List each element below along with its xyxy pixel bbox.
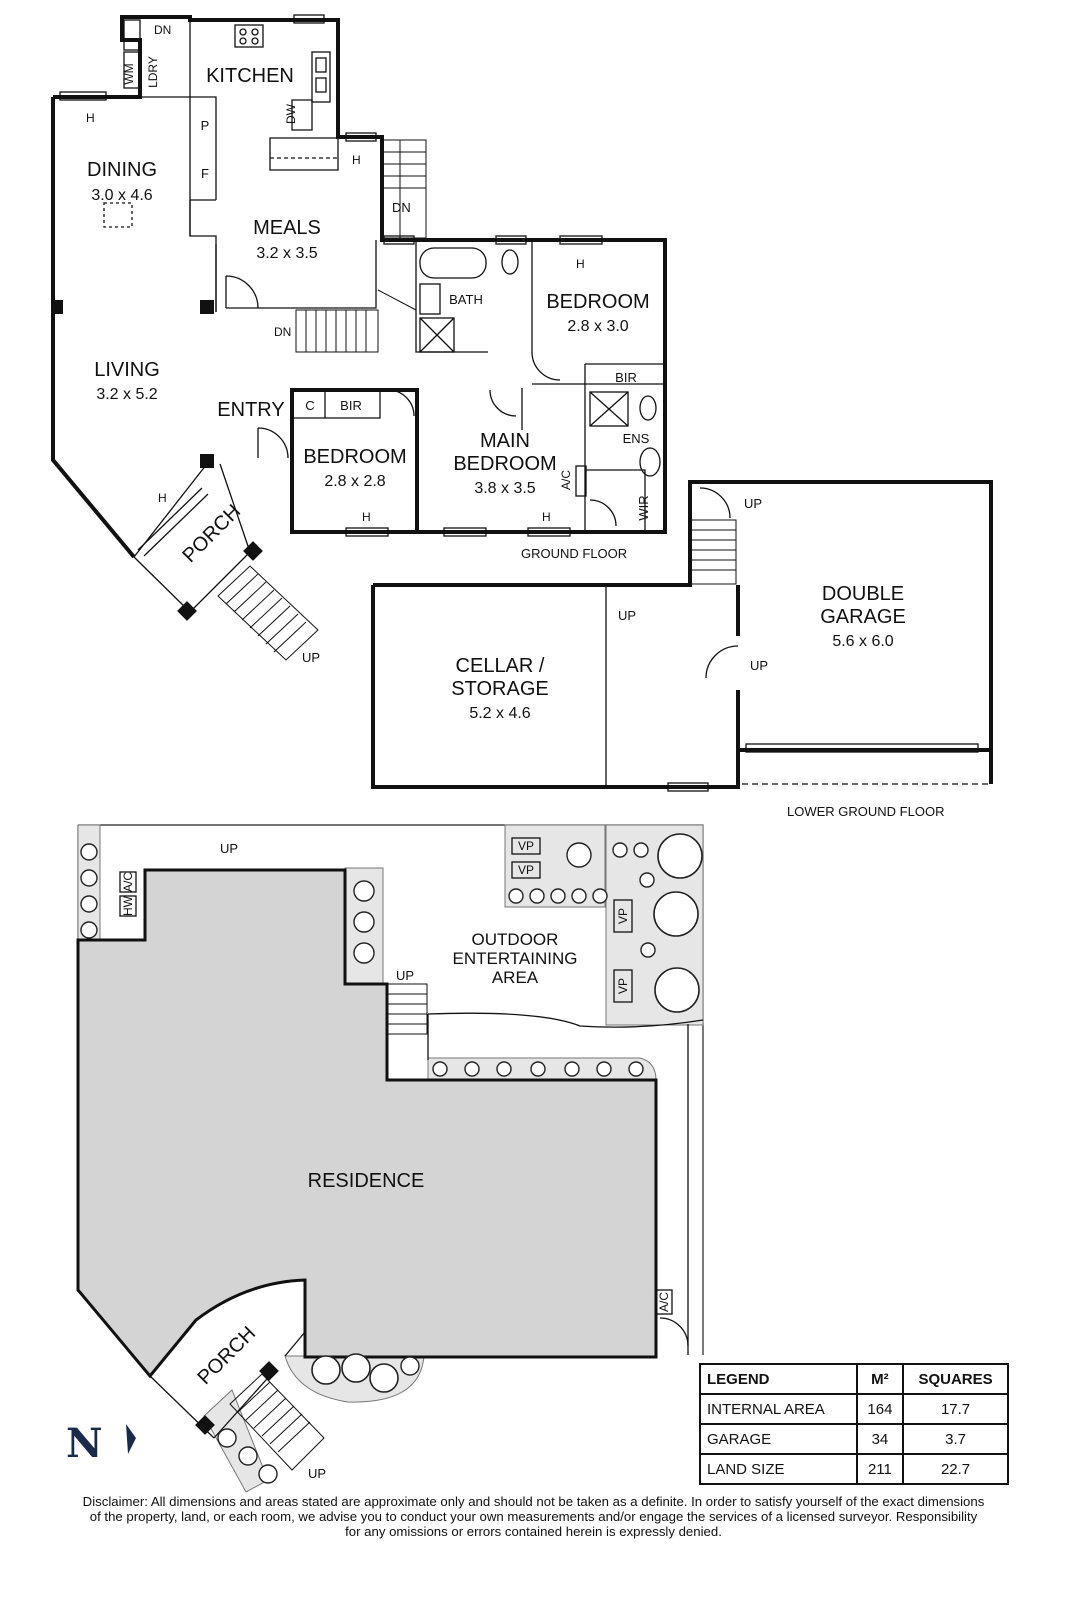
down-label: DN (392, 200, 411, 215)
legend-row-m2: 164 (855, 1393, 905, 1425)
wir-label: WIR (636, 495, 651, 520)
residence-label: RESIDENCE (308, 1170, 425, 1192)
ground-floor-title: GROUND FLOOR (521, 546, 627, 561)
legend-row: LAND SIZE 211 22.7 (699, 1453, 1009, 1485)
dining-dimensions: 3.0 x 4.6 (91, 187, 152, 204)
ac-label: A/C (121, 872, 135, 892)
vp-label: VP (518, 839, 534, 853)
heater-label: H (542, 510, 551, 524)
legend-row: GARAGE 34 3.7 (699, 1423, 1009, 1455)
north-label: N (66, 1420, 103, 1467)
up-label: UP (396, 968, 414, 983)
meals-label: MEALS (253, 217, 321, 239)
garage-dimensions: 5.6 x 6.0 (832, 633, 893, 650)
heater-label: H (352, 153, 361, 167)
main-bedroom-label-2: BEDROOM (453, 453, 556, 475)
bath-label: BATH (449, 292, 483, 307)
ac-label: A/C (559, 470, 573, 490)
bir-label-2: BIR (340, 398, 362, 413)
porch-label: PORCH (178, 500, 245, 567)
garage-label-1: DOUBLE (822, 583, 904, 605)
disclaimer: Disclaimer: All dimensions and areas sta… (16, 1494, 1051, 1539)
disclaimer-line: for any omissions or errors contained he… (345, 1524, 722, 1539)
disclaimer-line: of the property, land, or each room, we … (89, 1509, 978, 1524)
legend-row: INTERNAL AREA 164 17.7 (699, 1393, 1009, 1425)
legend-row-squares: 3.7 (902, 1423, 1009, 1455)
garage-label-2: GARAGE (820, 606, 906, 628)
down-label: DN (274, 325, 291, 339)
outdoor-area-label-1: OUTDOOR (472, 930, 559, 949)
vp-label: VP (616, 978, 630, 994)
main-bedroom-dimensions: 3.8 x 3.5 (474, 480, 535, 497)
legend-header-row: LEGEND M² SQUARES (699, 1363, 1009, 1395)
up-label: UP (750, 658, 768, 673)
vp-label: VP (518, 863, 534, 877)
lower-ground-floor-plan: CELLAR / STORAGE 5.2 x 4.6 DOUBLE GARAGE… (371, 480, 993, 819)
heater-label: H (576, 257, 585, 271)
legend-table: LEGEND M² SQUARES INTERNAL AREA 164 17.7… (699, 1363, 1009, 1485)
laundry-label: LDRY (146, 56, 160, 88)
up-label: UP (618, 608, 636, 623)
dishwasher-label: DW (284, 103, 298, 124)
main-bedroom-label-1: MAIN (480, 430, 530, 452)
ac-label: A/C (657, 1292, 671, 1312)
legend-row-label: GARAGE (699, 1423, 858, 1455)
legend-header-m2: M² (855, 1363, 905, 1395)
bedroom-2-label: BEDROOM (303, 446, 406, 468)
entry-label: ENTRY (217, 399, 284, 421)
outdoor-area-label-2: ENTERTAINING (453, 949, 578, 968)
legend-row-label: LAND SIZE (699, 1453, 858, 1485)
fridge-label: F (201, 166, 209, 181)
vp-label: VP (616, 908, 630, 924)
wm-label: WM (122, 63, 136, 84)
ground-floor-plan: KITCHEN DINING 3.0 x 4.6 MEALS 3.2 x 3.5… (51, 14, 667, 665)
kitchen-label: KITCHEN (206, 65, 294, 87)
legend-row-squares: 22.7 (902, 1453, 1009, 1485)
hot-water-label: HW (121, 895, 135, 916)
living-label: LIVING (94, 359, 160, 381)
cellar-dimensions: 5.2 x 4.6 (469, 705, 530, 722)
ensuite-label: ENS (623, 431, 650, 446)
legend-row-label: INTERNAL AREA (699, 1393, 858, 1425)
disclaimer-line: Disclaimer: All dimensions and areas sta… (82, 1494, 985, 1509)
bir-label: BIR (615, 370, 637, 385)
up-label: UP (220, 841, 238, 856)
down-label: DN (154, 23, 171, 37)
legend-row-m2: 211 (855, 1453, 905, 1485)
legend-row-squares: 17.7 (902, 1393, 1009, 1425)
meals-dimensions: 3.2 x 3.5 (256, 245, 317, 262)
legend-header-squares: SQUARES (902, 1363, 1009, 1395)
pantry-label: P (201, 118, 210, 133)
heater-label: H (158, 491, 167, 505)
cupboard-label: C (305, 398, 314, 413)
living-dimensions: 3.2 x 5.2 (96, 386, 157, 403)
site-porch-label: PORCH (193, 1322, 260, 1389)
heater-label: H (86, 111, 95, 125)
cellar-label-1: CELLAR / (456, 655, 545, 677)
bedroom-1-label: BEDROOM (546, 291, 649, 313)
north-arrow-icon (126, 1424, 136, 1454)
site-plan: RESIDENCE OUTDOOR ENTERTAINING AREA PORC… (76, 824, 704, 1493)
up-label: UP (308, 1466, 326, 1481)
cellar-label-2: STORAGE (451, 678, 548, 700)
lower-ground-floor-title: LOWER GROUND FLOOR (787, 804, 944, 819)
heater-label: H (362, 510, 371, 524)
bedroom-2-dimensions: 2.8 x 2.8 (324, 473, 385, 490)
up-label: UP (744, 496, 762, 511)
legend-row-m2: 34 (855, 1423, 905, 1455)
outdoor-area-label-3: AREA (492, 968, 539, 987)
bedroom-1-dimensions: 2.8 x 3.0 (567, 318, 628, 335)
dining-label: DINING (87, 159, 157, 181)
up-label: UP (302, 650, 320, 665)
legend-header: LEGEND (699, 1363, 858, 1395)
